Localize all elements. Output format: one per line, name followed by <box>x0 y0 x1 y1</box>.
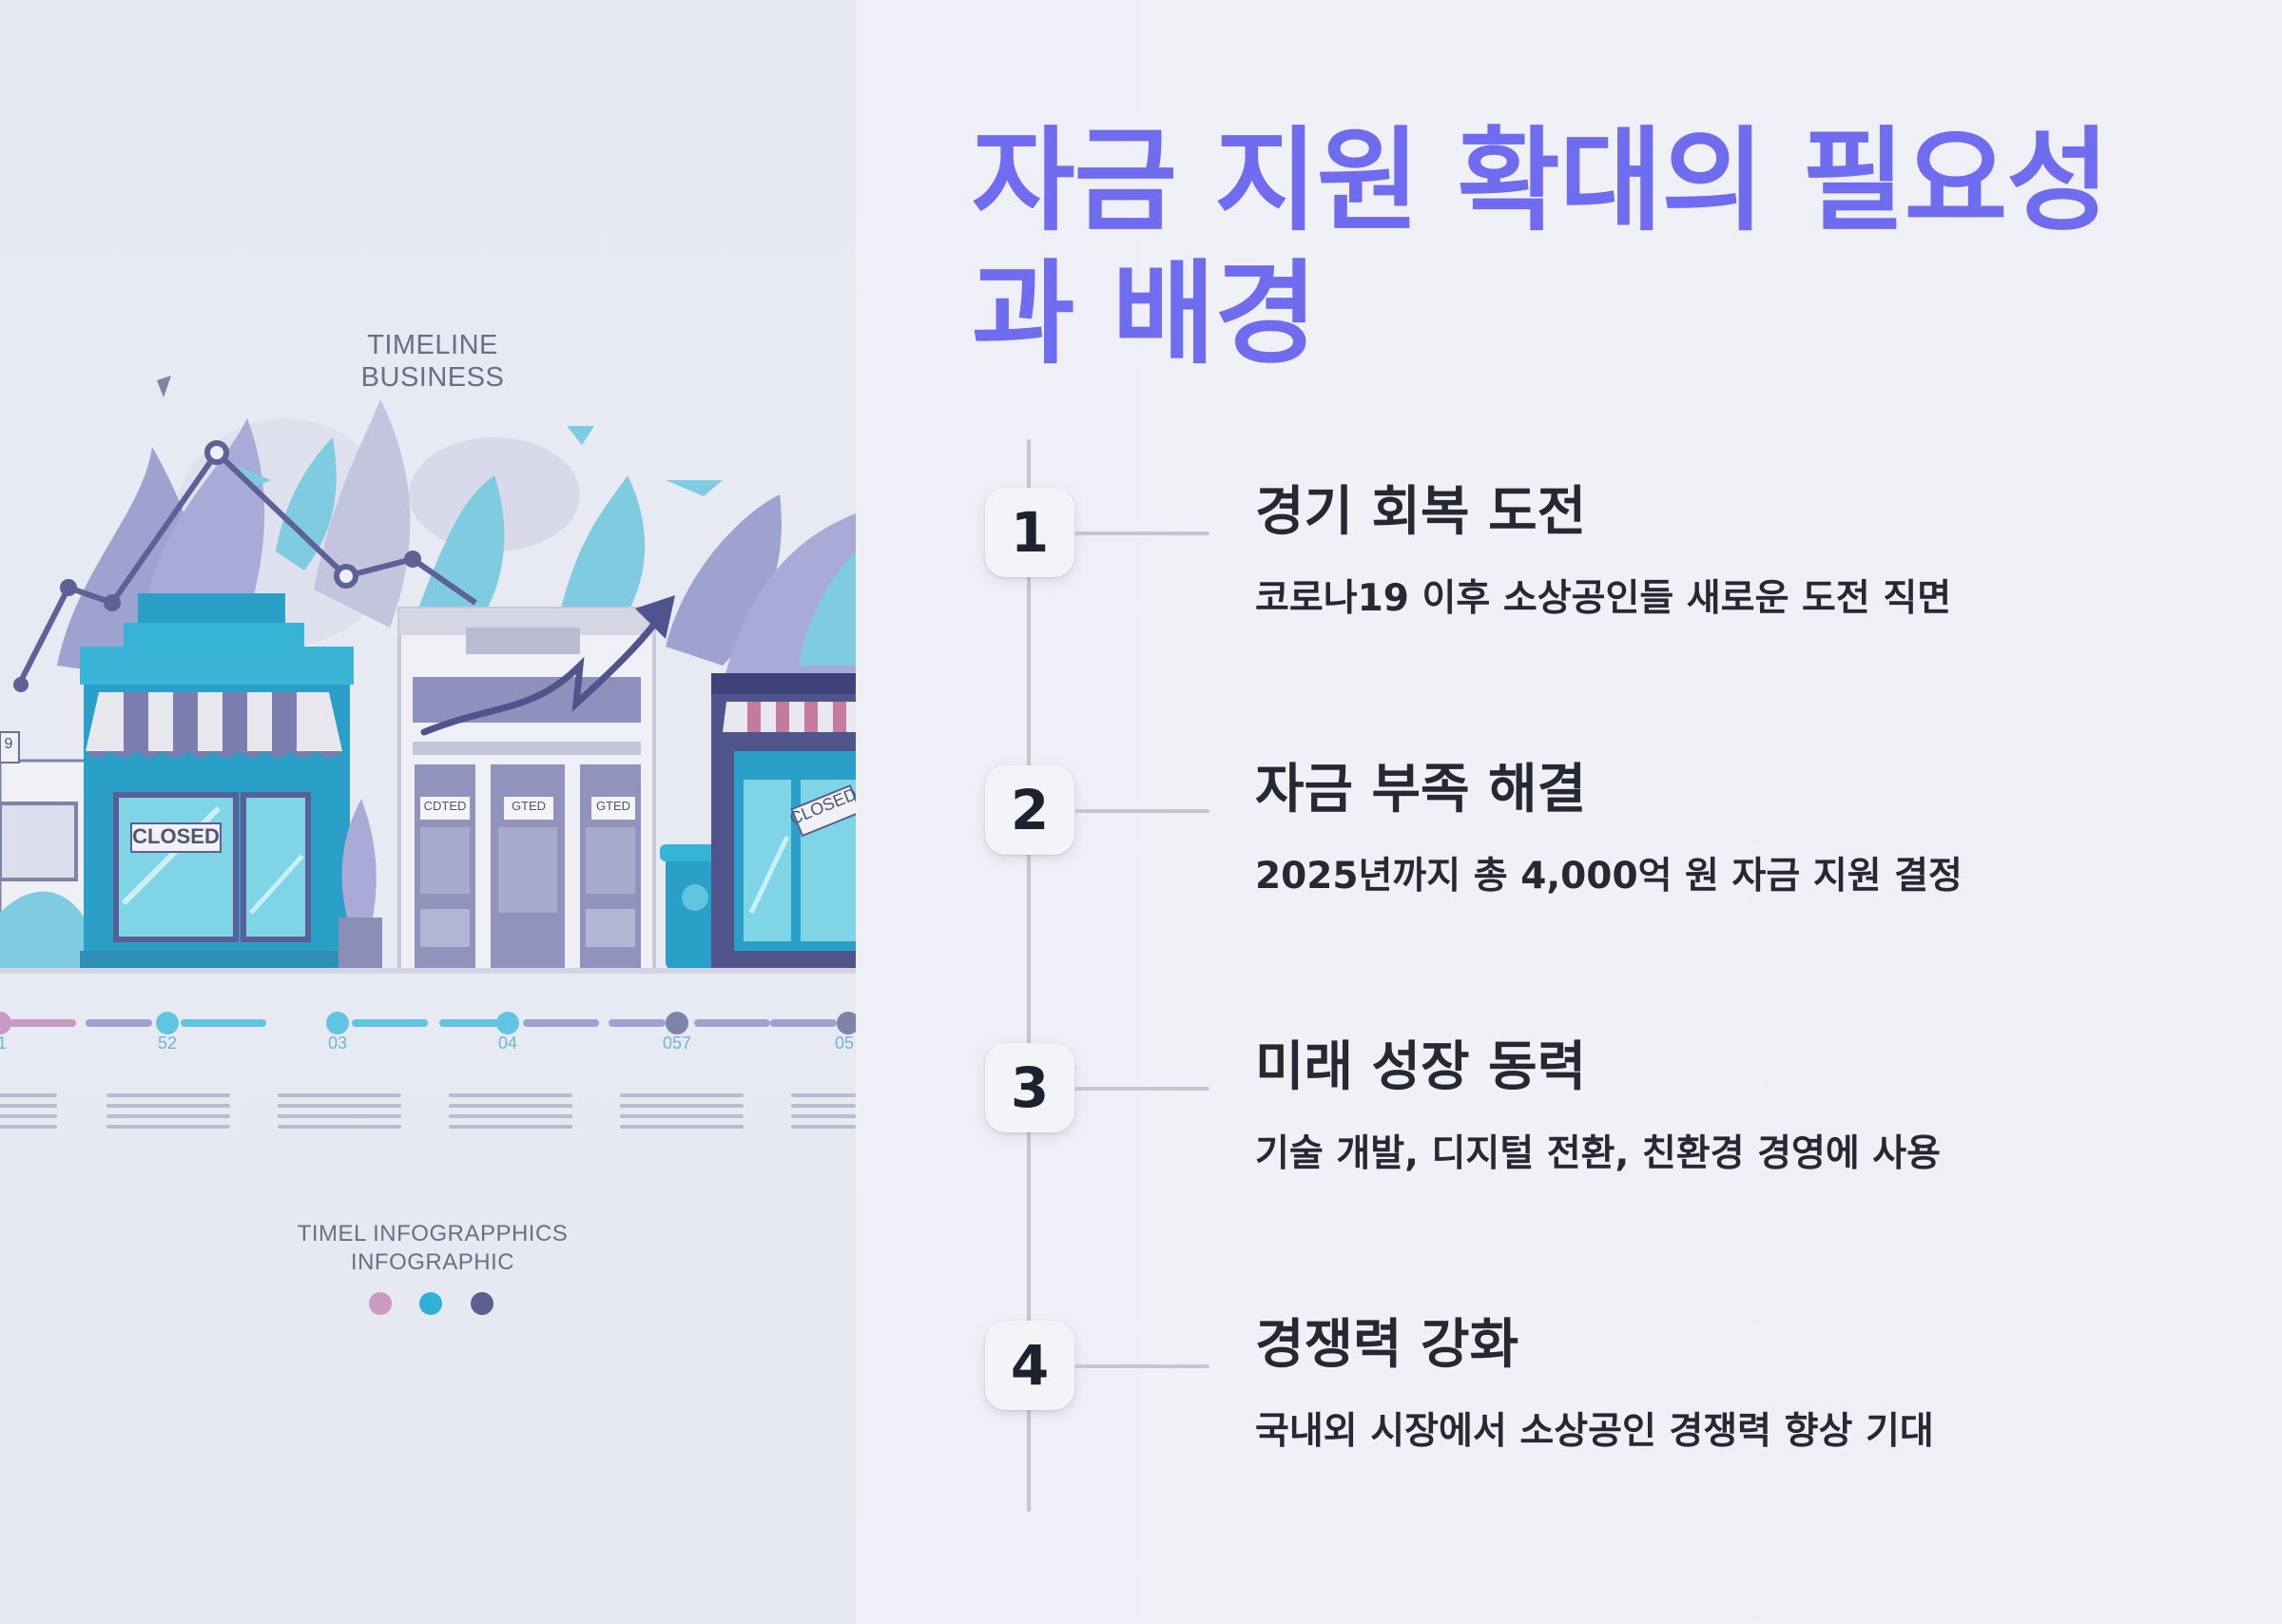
timeline-number: 03 <box>327 1034 348 1053</box>
business-timeline-illustration: TIMELINE BUSINESS CLOSED CLOSED CDTED GT… <box>0 0 856 1624</box>
step-connector <box>1074 532 1209 535</box>
storefront-artwork <box>0 376 856 1034</box>
step-description: 기술 개발, 디지털 전환, 친환경 경영에 사용 <box>1255 1132 1942 1175</box>
step-description: 코로나19 이후 소상공인들 새로운 도전 직면 <box>1255 577 1952 620</box>
step-description: 국내외 시장에서 소상공인 경쟁력 향상 기대 <box>1255 1410 1934 1453</box>
placeholder-text-block <box>106 1093 230 1135</box>
placeholder-text-block <box>0 1093 57 1135</box>
step-title: 경쟁력 강화 <box>1255 1314 1519 1376</box>
illustration-title-line1: TIMELINE <box>367 330 498 360</box>
illustration-title: TIMELINE BUSINESS <box>285 329 580 394</box>
timeline-number: 52 <box>157 1034 178 1053</box>
page-title: 자금 지원 확대의 필요성과 배경 <box>972 115 2110 379</box>
timeline-number: 04 <box>497 1034 518 1053</box>
step-number-badge: 3 <box>985 1043 1074 1132</box>
step-title: 미래 성장 동력 <box>1255 1036 1587 1098</box>
timeline-number-left: 1 <box>0 1034 7 1053</box>
timeline-number: 057 <box>662 1034 692 1053</box>
illustration-title-line2: BUSINESS <box>360 362 505 393</box>
decor-dot <box>471 1292 493 1315</box>
step-connector <box>1074 1364 1209 1368</box>
illustration-dots <box>369 1292 493 1315</box>
placeholder-text-block <box>449 1093 572 1135</box>
step-connector <box>1074 809 1209 813</box>
timeline-step-1: 1 경기 회복 도전 코로나19 이후 소상공인들 새로운 도전 직면 <box>985 481 2221 697</box>
door-sign-1: CDTED <box>423 799 467 813</box>
timeline-step-4: 4 경쟁력 강화 국내외 시장에서 소상공인 경쟁력 향상 기대 <box>985 1314 2221 1530</box>
step-connector <box>1074 1087 1209 1091</box>
illustration-footer-line1: TIMEL INFOGRAPPHICS <box>297 1221 569 1247</box>
door-sign-2: GTED <box>511 799 547 813</box>
closed-sign-main: CLOSED <box>132 824 220 848</box>
step-title: 자금 부족 해결 <box>1255 759 1587 821</box>
illustration-footer-line2: INFOGRAPHIC <box>350 1249 515 1275</box>
timeline-step-2: 2 자금 부족 해결 2025년까지 총 4,000억 원 자금 지원 결정 <box>985 759 2221 975</box>
left-edge-sign: 9 <box>4 736 13 752</box>
timeline-number: 05 <box>834 1034 855 1053</box>
door-sign-3: GTED <box>595 799 631 813</box>
step-number-badge: 1 <box>985 488 1074 577</box>
illustration-footer: TIMEL INFOGRAPPHICS INFOGRAPHIC <box>285 1220 580 1277</box>
step-title: 경기 회복 도전 <box>1255 481 1587 543</box>
step-number-badge: 2 <box>985 765 1074 855</box>
timeline-vertical-line <box>1027 439 1031 1512</box>
placeholder-text-block <box>791 1093 856 1135</box>
step-number-badge: 4 <box>985 1321 1074 1410</box>
decor-dot <box>369 1292 392 1315</box>
timeline-step-3: 3 미래 성장 동력 기술 개발, 디지털 전환, 친환경 경영에 사용 <box>985 1036 2221 1252</box>
placeholder-text-block <box>278 1093 401 1135</box>
placeholder-text-block <box>620 1093 744 1135</box>
step-description: 2025년까지 총 4,000억 원 자금 지원 결정 <box>1255 855 1963 898</box>
decor-dot <box>419 1292 442 1315</box>
